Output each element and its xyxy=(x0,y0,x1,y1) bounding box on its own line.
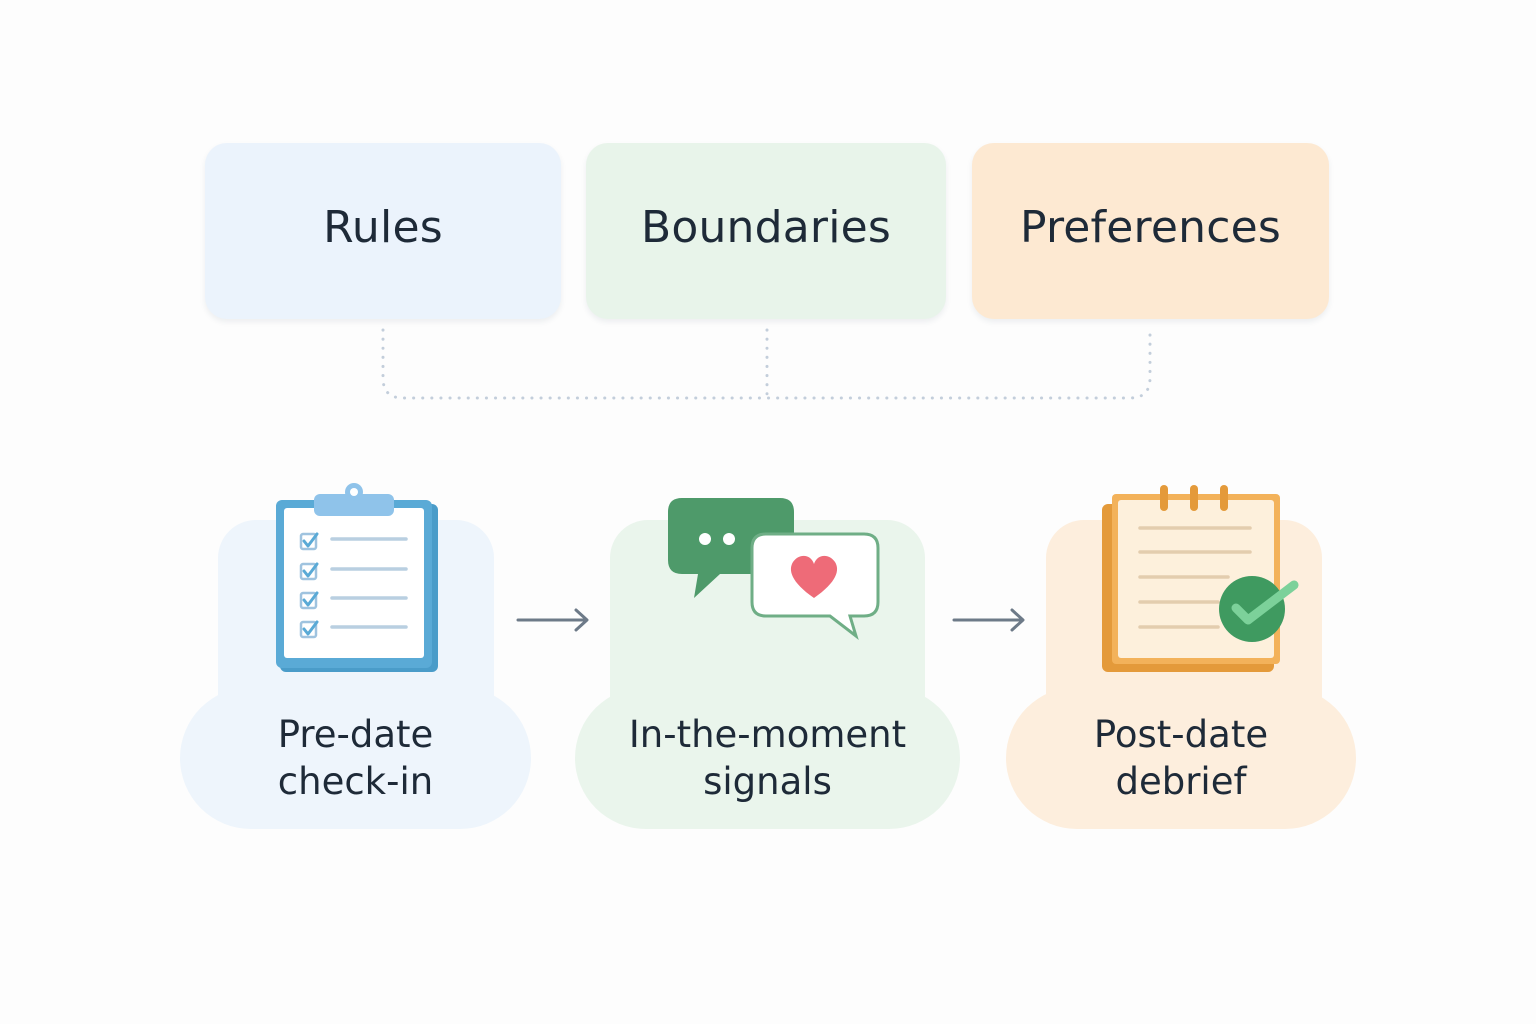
stage-label-pill-pre-date: Pre-date check-in xyxy=(180,687,531,829)
category-box-preferences: Preferences xyxy=(972,143,1329,319)
stage-label-line: Post-date xyxy=(1093,713,1269,756)
category-label-boundaries: Boundaries xyxy=(640,201,892,253)
connector-bracket xyxy=(381,328,1152,400)
category-label-rules: Rules xyxy=(323,201,443,253)
notepad-check-icon xyxy=(1098,482,1303,677)
category-box-rules: Rules xyxy=(205,143,561,319)
stage-label-line: In-the-moment xyxy=(628,713,907,756)
arrow-right-icon xyxy=(952,608,1025,632)
stage-label-line: Pre-date xyxy=(277,713,434,756)
clipboard-checklist-icon xyxy=(268,482,446,677)
stage-label-line: debrief xyxy=(1115,760,1247,803)
stage-label-pill-in-the-moment: In-the-moment signals xyxy=(575,687,960,829)
category-label-preferences: Preferences xyxy=(1020,201,1281,253)
stage-label-line: signals xyxy=(703,760,832,803)
category-box-boundaries: Boundaries xyxy=(586,143,946,319)
chat-bubbles-heart-icon xyxy=(660,490,885,641)
stage-label-pill-post-date: Post-date debrief xyxy=(1006,687,1356,829)
stage-label-line: check-in xyxy=(277,760,434,803)
arrow-right-icon xyxy=(516,608,589,632)
